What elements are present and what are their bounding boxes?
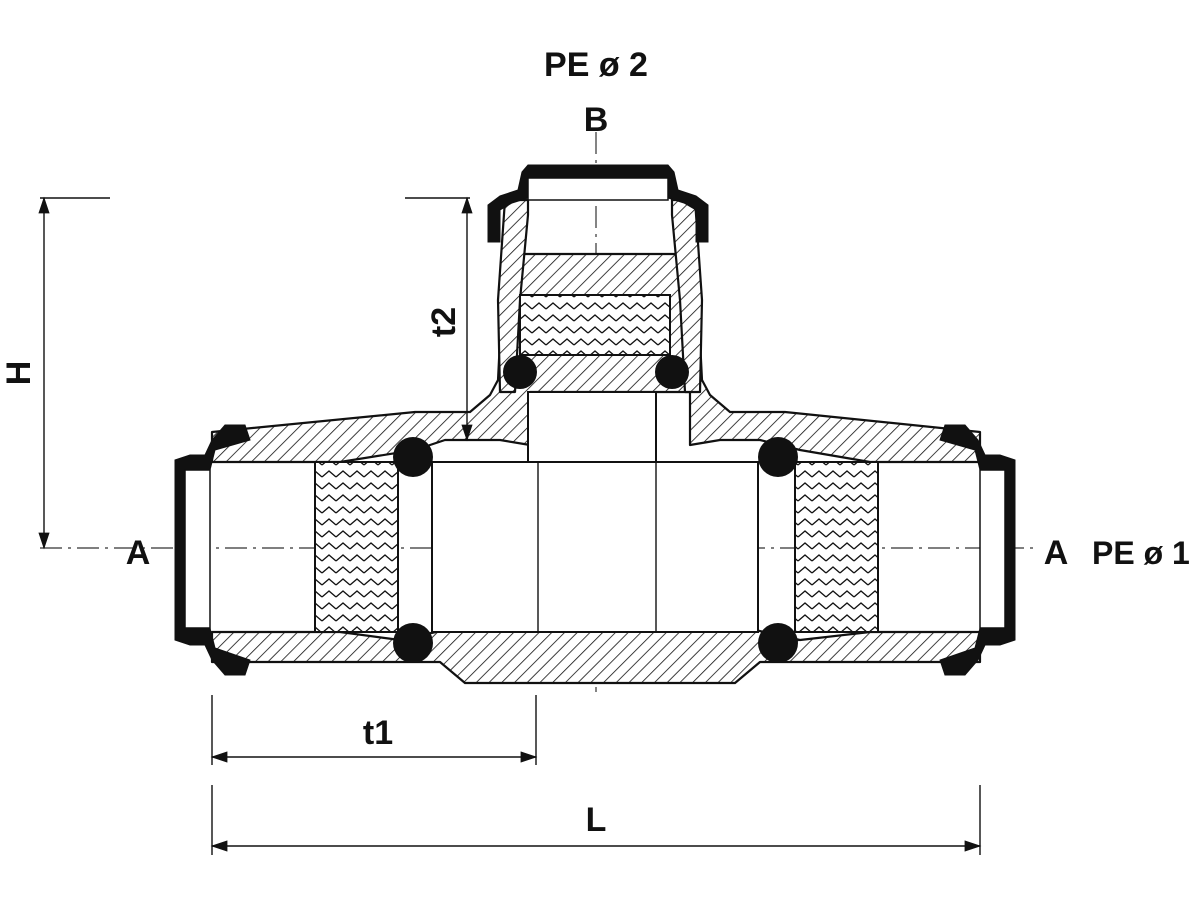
branch-bore <box>527 391 657 463</box>
main-bore <box>431 461 759 633</box>
o-ring-right-bottom <box>758 623 798 663</box>
o-ring-right-top <box>758 437 798 477</box>
right-end-opening <box>979 469 1006 629</box>
branch-end-cap <box>487 164 709 243</box>
branch-grip-ring <box>519 294 671 356</box>
branch-pipe-label: PE ø 2 <box>544 46 648 84</box>
branch-end-opening <box>527 177 669 201</box>
main-body-bottom-wall <box>210 623 982 685</box>
branch-axis-label: B <box>584 101 609 139</box>
left-grip-ring <box>314 461 399 633</box>
left-end-opening <box>184 469 211 629</box>
insertion-depth-main-label: t1 <box>363 714 393 752</box>
height-label: H <box>0 361 38 386</box>
branch-outlet-wall-left <box>496 198 530 394</box>
length-label: L <box>586 801 607 839</box>
o-ring-left-bottom <box>393 623 433 663</box>
o-ring-left-top <box>393 437 433 477</box>
o-ring-branch-right <box>655 355 689 389</box>
main-axis-right-label: A <box>1044 534 1069 572</box>
main-axis-left-label: A <box>126 534 151 572</box>
main-pipe-label: PE ø 1 <box>1092 535 1190 571</box>
right-grip-ring <box>794 461 879 633</box>
insertion-depth-branch-label: t2 <box>425 307 463 337</box>
o-ring-branch-left <box>503 355 537 389</box>
